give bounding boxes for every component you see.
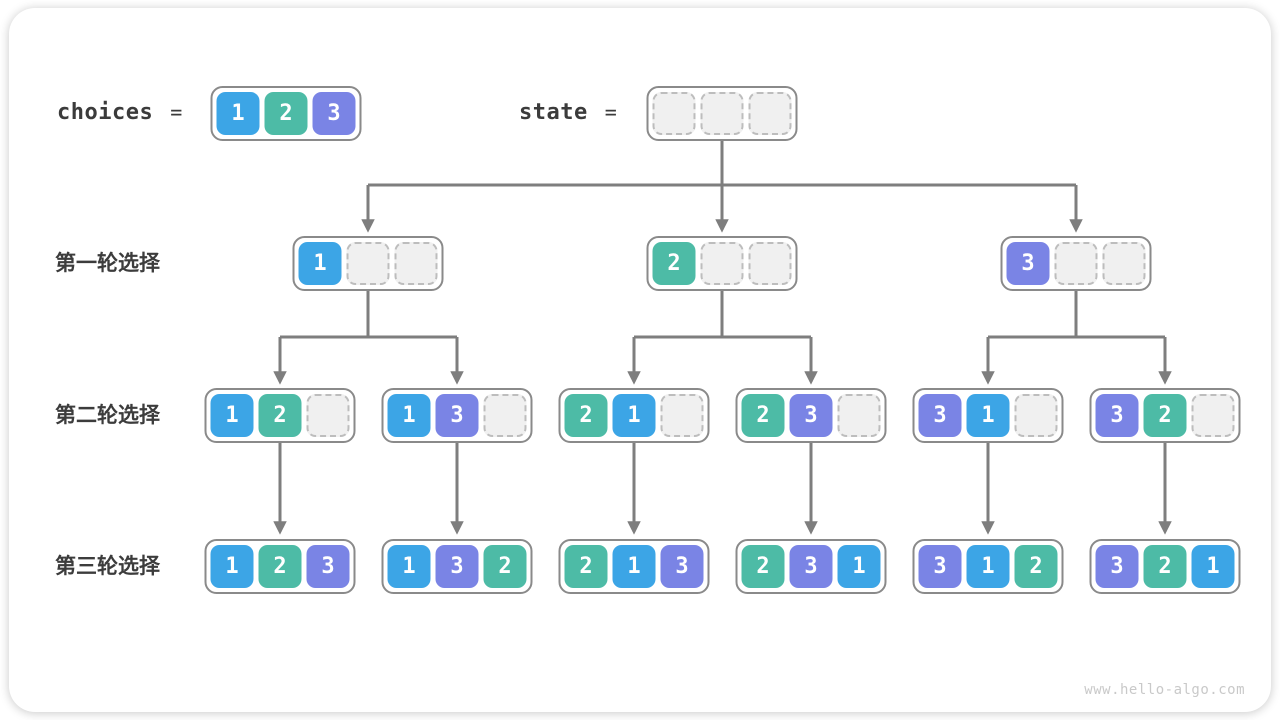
state-equals-sign: = <box>604 100 618 124</box>
array-cell-filled: 3 <box>789 394 833 437</box>
array-cell-filled: 3 <box>1006 242 1050 285</box>
tree-node: 1 <box>292 236 444 291</box>
array-cell-filled: 2 <box>264 92 308 135</box>
array-cell-filled: 2 <box>258 545 302 588</box>
state-label: state <box>519 99 588 125</box>
array-cell-filled: 1 <box>210 394 254 437</box>
array-cell-filled: 2 <box>564 394 608 437</box>
array-cell-filled: 2 <box>741 545 785 588</box>
array-cell-empty <box>1191 394 1235 437</box>
array-cell-filled: 3 <box>435 545 479 588</box>
figure-card <box>9 8 1271 712</box>
array-cell-filled: 3 <box>1095 394 1139 437</box>
array-cell-empty <box>700 92 744 135</box>
row-label-round-1: 第一轮选择 <box>55 252 160 275</box>
row-label-round-2: 第二轮选择 <box>55 404 160 427</box>
array-cell-filled: 3 <box>435 394 479 437</box>
array-cell-empty <box>748 92 792 135</box>
array-cell-filled: 1 <box>1191 545 1235 588</box>
array-cell-filled: 1 <box>966 545 1010 588</box>
state-label-group: state = <box>519 86 617 138</box>
array-cell-filled: 2 <box>483 545 527 588</box>
array-cell-filled: 3 <box>660 545 704 588</box>
array-cell-filled: 1 <box>837 545 881 588</box>
array-cell-empty <box>837 394 881 437</box>
array-cell-empty <box>483 394 527 437</box>
array-cell-filled: 2 <box>1143 545 1187 588</box>
choices-label: choices <box>57 99 154 125</box>
array-cell-filled: 1 <box>966 394 1010 437</box>
array-cell-filled: 2 <box>564 545 608 588</box>
array-cell-empty <box>1102 242 1146 285</box>
array-cell-filled: 3 <box>306 545 350 588</box>
array-cell-empty <box>394 242 438 285</box>
array-cell-filled: 2 <box>652 242 696 285</box>
choices-label-group: choices = <box>57 86 183 138</box>
array-cell-empty <box>306 394 350 437</box>
array-cell-filled: 1 <box>387 394 431 437</box>
array-cell-filled: 2 <box>741 394 785 437</box>
array-cell-empty <box>660 394 704 437</box>
array-cell-filled: 3 <box>789 545 833 588</box>
row-label-round-3: 第三轮选择 <box>55 555 160 578</box>
array-cell-empty <box>1014 394 1058 437</box>
array-cell-empty <box>1054 242 1098 285</box>
tree-node: 3 <box>1000 236 1152 291</box>
array-cell-filled: 1 <box>612 394 656 437</box>
array-cell-empty <box>748 242 792 285</box>
choices-equals-sign: = <box>170 100 183 124</box>
array-cell-filled: 1 <box>210 545 254 588</box>
array-cell-filled: 2 <box>1143 394 1187 437</box>
array-cell-filled: 1 <box>612 545 656 588</box>
array-cell-filled: 2 <box>1014 545 1058 588</box>
array-cell-empty <box>346 242 390 285</box>
tree-node: 2 <box>646 236 798 291</box>
state-array <box>646 86 798 141</box>
array-cell-empty <box>652 92 696 135</box>
watermark: www.hello-algo.com <box>1084 682 1245 698</box>
array-cell-filled: 1 <box>387 545 431 588</box>
array-cell-filled: 3 <box>1095 545 1139 588</box>
array-cell-empty <box>700 242 744 285</box>
array-cell-filled: 3 <box>918 545 962 588</box>
array-cell-filled: 1 <box>298 242 342 285</box>
array-cell-filled: 1 <box>216 92 260 135</box>
array-cell-filled: 3 <box>918 394 962 437</box>
array-cell-filled: 3 <box>312 92 356 135</box>
array-cell-filled: 2 <box>258 394 302 437</box>
